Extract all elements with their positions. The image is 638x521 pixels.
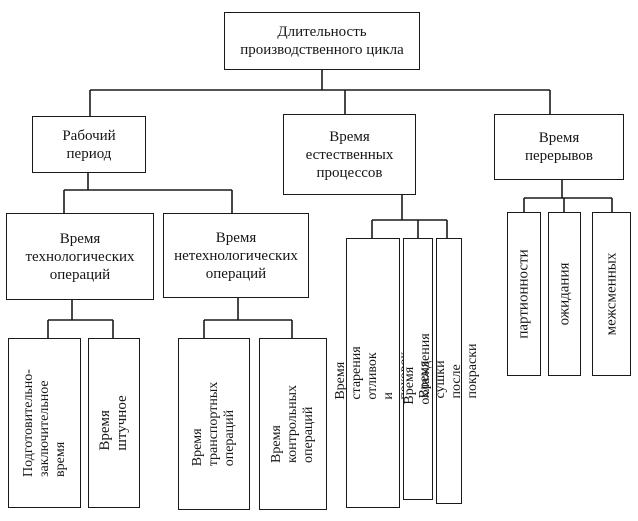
node-label: Время нетехнологических операций — [174, 229, 298, 282]
node-label: Время технологических операций — [25, 230, 135, 283]
node-non-technological-operations-time: Время нетехнологических операций — [163, 213, 309, 298]
node-work-period: Рабочий период — [32, 116, 146, 173]
leaf-batching-breaks: партионности — [507, 212, 541, 376]
node-natural-processes-time: Время естественных процессов — [283, 114, 416, 195]
leaf-control-operations-time: Время контрольных операций — [259, 338, 327, 510]
leaf-transport-operations-time: Время транспортных операций — [178, 338, 250, 510]
leaf-preparatory-final-time: Подготовительно- заключительное время — [8, 338, 81, 508]
node-production-cycle-duration: Длительность производственного цикла — [224, 12, 420, 70]
leaf-aging-time: Время старения отливок и поковок — [333, 238, 412, 508]
leaf-label: партионности — [515, 249, 532, 339]
leaf-piece-time: Время штучное — [88, 338, 140, 508]
leaf-label: Время штучное — [97, 395, 130, 451]
leaf-label: межсменных — [603, 252, 619, 336]
leaf-waiting-breaks: ожидания — [548, 212, 581, 376]
leaf-drying-after-painting-time: Время сушки после покраски — [417, 238, 480, 504]
node-label: Рабочий период — [62, 127, 116, 162]
leaf-between-shifts-breaks: межсменных — [592, 212, 631, 376]
leaf-cooling-time: Время охлаждения — [402, 238, 433, 500]
leaf-label: ожидания — [556, 262, 572, 326]
node-label: Время естественных процессов — [305, 128, 394, 181]
node-breaks-time: Время перерывов — [494, 114, 624, 180]
leaf-label: Подготовительно- заключительное время — [20, 369, 68, 477]
leaf-label: Время старения отливок и поковок — [333, 346, 412, 400]
leaf-label: Время транспортных операций — [190, 381, 237, 467]
node-label: Длительность производственного цикла — [240, 24, 404, 58]
leaf-label: Время сушки после покраски — [417, 343, 480, 399]
node-technological-operations-time: Время технологических операций — [6, 213, 154, 300]
leaf-label: Время контрольных операций — [269, 385, 316, 463]
node-label: Время перерывов — [525, 130, 593, 164]
